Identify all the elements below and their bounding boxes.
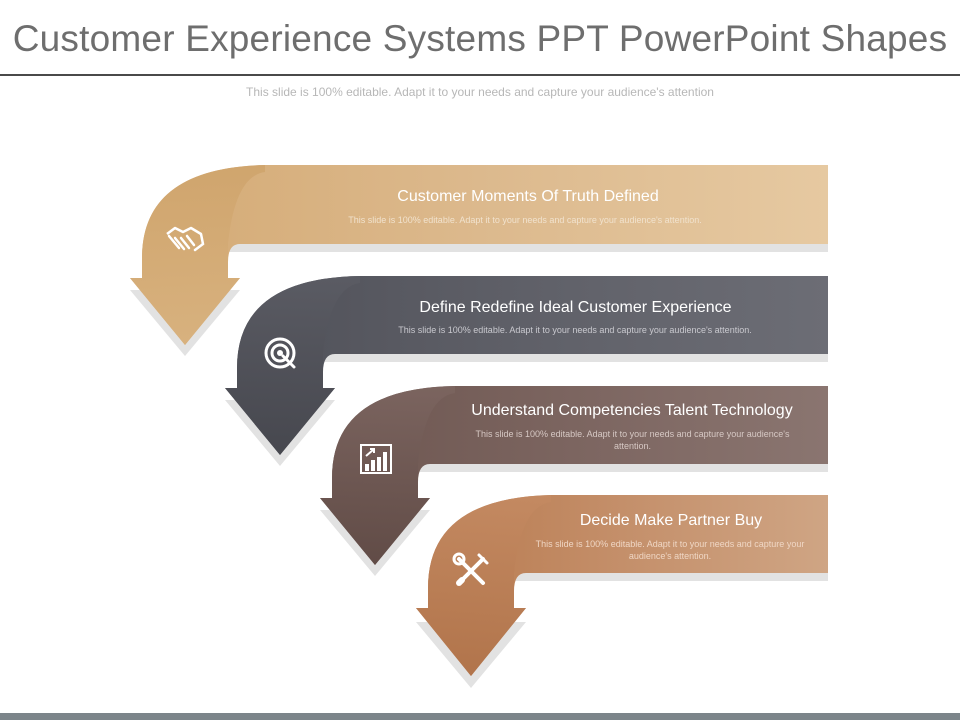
- target-icon: [264, 337, 296, 369]
- tools-icon: [452, 552, 489, 586]
- step-3-title: Understand Competencies Talent Technolog…: [471, 402, 793, 419]
- step-1-description: This slide is 100% editable. Adapt it to…: [348, 215, 702, 225]
- bar-chart-icon: [360, 444, 392, 474]
- step-3-description: This slide is 100% editable. Adapt it to…: [475, 429, 790, 451]
- step-4-description: This slide is 100% editable. Adapt it to…: [535, 539, 805, 561]
- step-3-arrow: [320, 386, 828, 576]
- step-1-title: Customer Moments Of Truth Defined: [397, 188, 659, 205]
- handshake-icon: [166, 226, 205, 252]
- step-1-arrow: [130, 165, 828, 356]
- footer-bar: [0, 713, 960, 720]
- page-subtitle: This slide is 100% editable. Adapt it to…: [246, 85, 714, 99]
- step-2-title: Define Redefine Ideal Customer Experienc…: [419, 299, 732, 316]
- page-title: Customer Experience Systems PPT PowerPoi…: [12, 18, 948, 59]
- step-2-description: This slide is 100% editable. Adapt it to…: [398, 325, 752, 335]
- title-divider: [0, 74, 960, 76]
- step-4-arrow: [416, 495, 828, 688]
- step-4-title: Decide Make Partner Buy: [579, 512, 763, 529]
